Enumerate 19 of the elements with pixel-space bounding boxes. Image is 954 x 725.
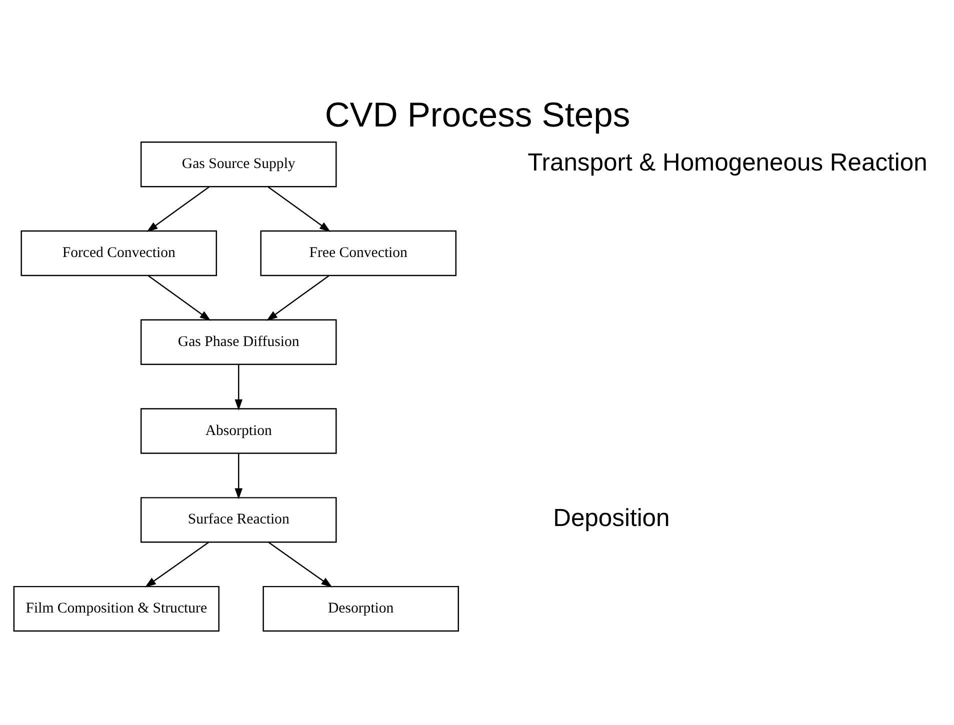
arrow [266, 275, 329, 321]
node-box: Gas Phase Diffusion [140, 319, 336, 365]
arrow [148, 275, 210, 321]
node-box: Forced Convection [20, 230, 217, 276]
node-box: Film Composition & Structure [12, 586, 219, 632]
label: Transport & Homogeneous Reaction [527, 150, 927, 177]
arrow [234, 364, 242, 411]
node-box: Free Convection [260, 230, 456, 276]
arrow [146, 186, 209, 232]
arrow [267, 186, 330, 232]
arrow [268, 542, 332, 588]
node-box: Absorption [140, 408, 336, 454]
node-box: Surface Reaction [140, 497, 336, 543]
node-box: Desorption [262, 586, 458, 632]
arrow [144, 542, 209, 588]
label: Deposition [552, 505, 670, 532]
node-box: Gas Source Supply [140, 142, 336, 188]
diagram-title: CVD Process Steps [324, 96, 630, 135]
arrow [234, 454, 242, 500]
